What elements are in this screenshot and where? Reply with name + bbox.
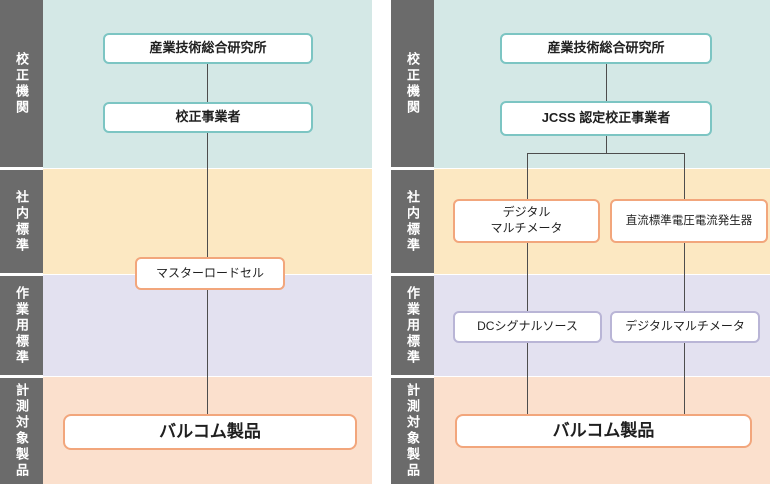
right-rail-working-standard: 作業用標準 [391,276,434,375]
right-node-dc-signal-source-label: DCシグナルソース [477,319,578,334]
left-rail-label-working-standard: 作業用標準 [14,285,29,366]
right-connector-branch-left-down [527,153,528,199]
left-rail-working-standard: 作業用標準 [0,276,43,375]
right-node-dmm-standard-label: デジタル マルチメータ [490,205,563,235]
left-node-calibrator-label: 校正事業者 [175,109,241,125]
right-node-dmm-working-label: デジタルマルチメータ [625,319,745,334]
left-rail-measured-product: 計測対象製品 [0,378,43,484]
left-node-master-loadcell-label: マスターロードセル [155,265,264,280]
left-node-master-loadcell: マスターロードセル [135,257,285,290]
right-node-valcom-product-label: バルコム製品 [552,420,655,440]
right-node-nmij-label: 産業技術総合研究所 [547,40,665,56]
right-rail-label-measured-product: 計測対象製品 [405,383,420,479]
right-node-jcss: JCSS 認定校正事業者 [500,101,712,136]
right-node-dc-generator-label: 直流標準電圧電流発生器 [625,214,753,227]
right-node-nmij: 産業技術総合研究所 [500,33,712,64]
right-rail-label-working-standard: 作業用標準 [405,285,420,366]
right-band-calibration-org [434,0,770,168]
left-rail-internal-standard: 社内標準 [0,170,43,273]
right-node-dc-generator: 直流標準電圧電流発生器 [610,199,768,243]
right-connector-dcsource-product [527,343,528,414]
left-connector-calibrator-master [207,133,208,257]
left-connector-nmij-calibrator [207,64,208,102]
left-rail-label-internal-standard: 社内標準 [14,189,29,254]
left-node-valcom-product-label: バルコム製品 [159,421,261,441]
right-node-dc-signal-source: DCシグナルソース [453,311,602,343]
right-connector-dcgen-dmmwork [684,243,685,311]
right-node-jcss-label: JCSS 認定校正事業者 [541,110,671,126]
right-connector-jcss-branch [606,136,607,153]
right-node-dmm-standard: デジタル マルチメータ [453,199,600,243]
right-connector-dmmstd-dcsource [527,243,528,311]
left-node-valcom-product: バルコム製品 [63,414,357,450]
right-rail-calibration-org: 校正機関 [391,0,434,167]
left-rail-label-calibration-org: 校正機関 [14,51,29,116]
right-rail-label-calibration-org: 校正機関 [405,51,420,116]
right-rail-measured-product: 計測対象製品 [391,378,434,484]
right-node-valcom-product: バルコム製品 [455,414,752,448]
right-connector-dmmwork-product [684,343,685,414]
left-node-nmij-label: 産業技術総合研究所 [149,40,267,56]
right-node-dmm-working: デジタルマルチメータ [610,311,760,343]
left-node-calibrator: 校正事業者 [103,102,313,133]
left-rail-calibration-org: 校正機関 [0,0,43,167]
right-connector-nmij-jcss [606,64,607,101]
right-rail-label-internal-standard: 社内標準 [405,189,420,254]
left-rail-label-measured-product: 計測対象製品 [14,383,29,479]
right-rail-internal-standard: 社内標準 [391,170,434,273]
right-connector-branch-right-down [684,153,685,199]
right-connector-branch-horizontal [527,153,685,154]
left-node-nmij: 産業技術総合研究所 [103,33,313,64]
left-connector-master-product [207,290,208,414]
